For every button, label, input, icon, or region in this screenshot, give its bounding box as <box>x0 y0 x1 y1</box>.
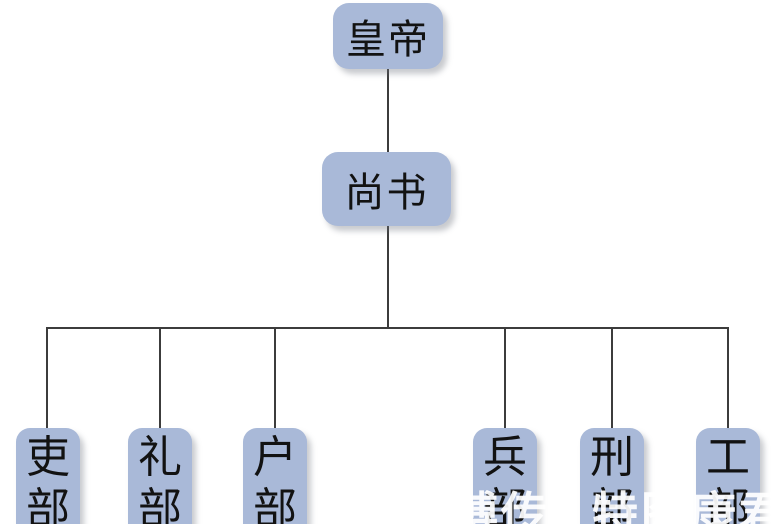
node-shangshu: 尚书 <box>322 152 451 226</box>
node-ministry-personnel: 吏部 <box>16 428 80 524</box>
connector-emperor-shangshu <box>387 68 389 152</box>
connector-drop-rites <box>159 327 161 428</box>
connector-horizontal-bus <box>46 327 729 329</box>
ministry-war-label: 兵部 <box>483 433 527 524</box>
node-ministry-works: 工部 <box>696 428 760 524</box>
ministry-personnel-label: 吏部 <box>26 433 70 524</box>
node-shangshu-label: 尚书 <box>344 171 429 215</box>
connector-drop-libu <box>46 327 48 428</box>
node-ministry-rites: 礼部 <box>128 428 192 524</box>
ministry-rites-label: 礼部 <box>138 433 182 524</box>
ministry-works-label: 工部 <box>706 433 750 524</box>
node-ministry-revenue: 户部 <box>243 428 307 524</box>
ministry-justice-label: 刑部 <box>590 433 634 524</box>
connector-drop-justice <box>611 327 613 428</box>
connector-drop-revenue <box>274 327 276 428</box>
connector-shangshu-bus <box>387 226 389 327</box>
node-ministry-war: 兵部 <box>473 428 537 524</box>
connector-drop-works <box>727 327 729 428</box>
connector-drop-war <box>504 327 506 428</box>
node-emperor-label: 皇帝 <box>346 18 430 62</box>
ministry-revenue-label: 户部 <box>253 433 297 524</box>
node-ministry-justice: 刑部 <box>580 428 644 524</box>
node-emperor: 皇帝 <box>333 3 443 69</box>
